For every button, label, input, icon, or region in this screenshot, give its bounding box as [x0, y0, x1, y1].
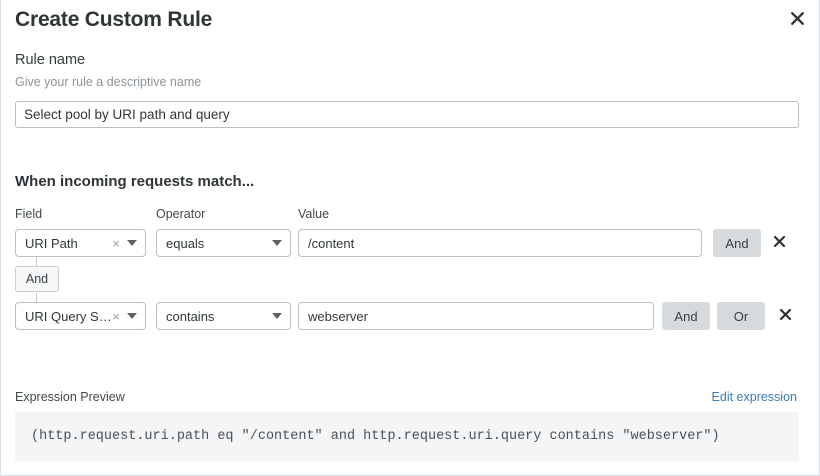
- close-dialog-button[interactable]: [784, 5, 810, 31]
- add-and-condition-button-2[interactable]: And: [662, 302, 710, 330]
- condition-row: URI Path × equals And: [1, 229, 819, 257]
- field-select-2-value: URI Query St...: [25, 308, 113, 324]
- rule-name-input[interactable]: [15, 101, 799, 128]
- chevron-down-icon: [272, 313, 282, 319]
- edit-expression-link[interactable]: Edit expression: [711, 390, 797, 404]
- value-input-2[interactable]: [298, 302, 654, 330]
- close-icon: [779, 308, 792, 324]
- delete-condition-button-1[interactable]: [768, 232, 790, 254]
- operator-select-1-value: equals: [166, 235, 205, 251]
- connector-logic-button[interactable]: And: [15, 266, 59, 292]
- column-header-field: Field: [15, 207, 43, 221]
- add-or-condition-button-2[interactable]: Or: [717, 302, 765, 330]
- operator-select-1[interactable]: equals: [156, 229, 291, 257]
- expression-preview-code: (http.request.uri.path eq "/content" and…: [31, 429, 720, 444]
- match-section-heading: When incoming requests match...: [15, 173, 255, 190]
- field-select-2[interactable]: URI Query St... ×: [15, 302, 146, 330]
- expression-preview-box: (http.request.uri.path eq "/content" and…: [15, 412, 799, 461]
- chevron-down-icon: [272, 240, 282, 246]
- chevron-down-icon: [127, 313, 137, 319]
- close-icon: [773, 235, 786, 251]
- connector-line-bottom: [36, 293, 37, 303]
- expression-preview-label: Expression Preview: [15, 390, 125, 404]
- column-header-value: Value: [298, 207, 330, 221]
- column-header-operator: Operator: [156, 207, 206, 221]
- value-input-1[interactable]: [298, 229, 702, 257]
- field-select-1[interactable]: URI Path ×: [15, 229, 146, 257]
- dialog-title: Create Custom Rule: [15, 8, 213, 31]
- close-icon: [790, 11, 805, 26]
- delete-condition-button-2[interactable]: [774, 305, 796, 327]
- clear-icon[interactable]: ×: [112, 308, 120, 324]
- rule-name-helper-text: Give your rule a descriptive name: [15, 75, 202, 89]
- condition-connector: And: [15, 257, 135, 303]
- operator-select-2-value: contains: [166, 308, 215, 324]
- rule-name-label: Rule name: [15, 52, 86, 68]
- field-select-1-value: URI Path: [25, 235, 78, 251]
- add-and-condition-button-1[interactable]: And: [713, 229, 761, 257]
- operator-select-2[interactable]: contains: [156, 302, 291, 330]
- condition-row: URI Query St... × contains And Or: [1, 302, 819, 330]
- clear-icon[interactable]: ×: [112, 235, 120, 251]
- chevron-down-icon: [127, 240, 137, 246]
- connector-line-top: [36, 257, 37, 267]
